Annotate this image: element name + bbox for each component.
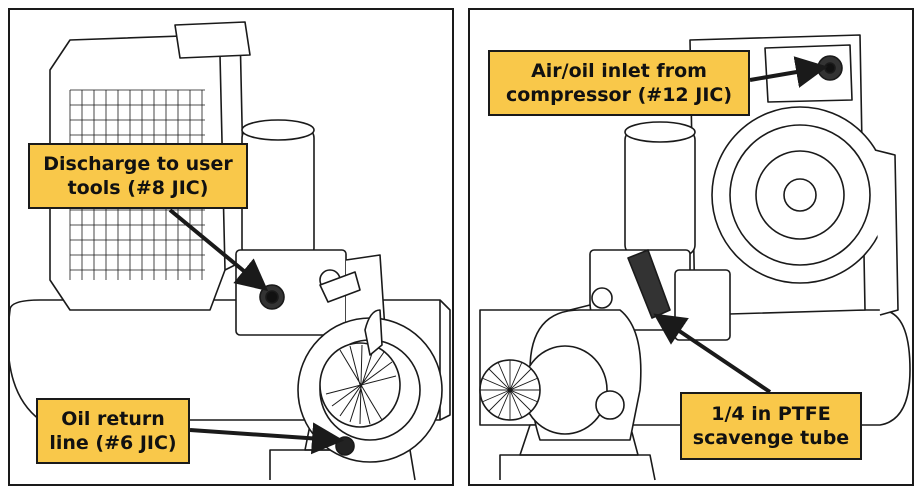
callout-ptfe-scavenge-tube: 1/4 in PTFE scavenge tube (680, 392, 862, 460)
callout-air-oil-inlet: Air/oil inlet from compressor (#12 JIC) (488, 50, 750, 116)
callout-discharge-to-user-tools: Discharge to user tools (#8 JIC) (28, 143, 248, 209)
callout-oil-return-line: Oil return line (#6 JIC) (36, 398, 190, 464)
